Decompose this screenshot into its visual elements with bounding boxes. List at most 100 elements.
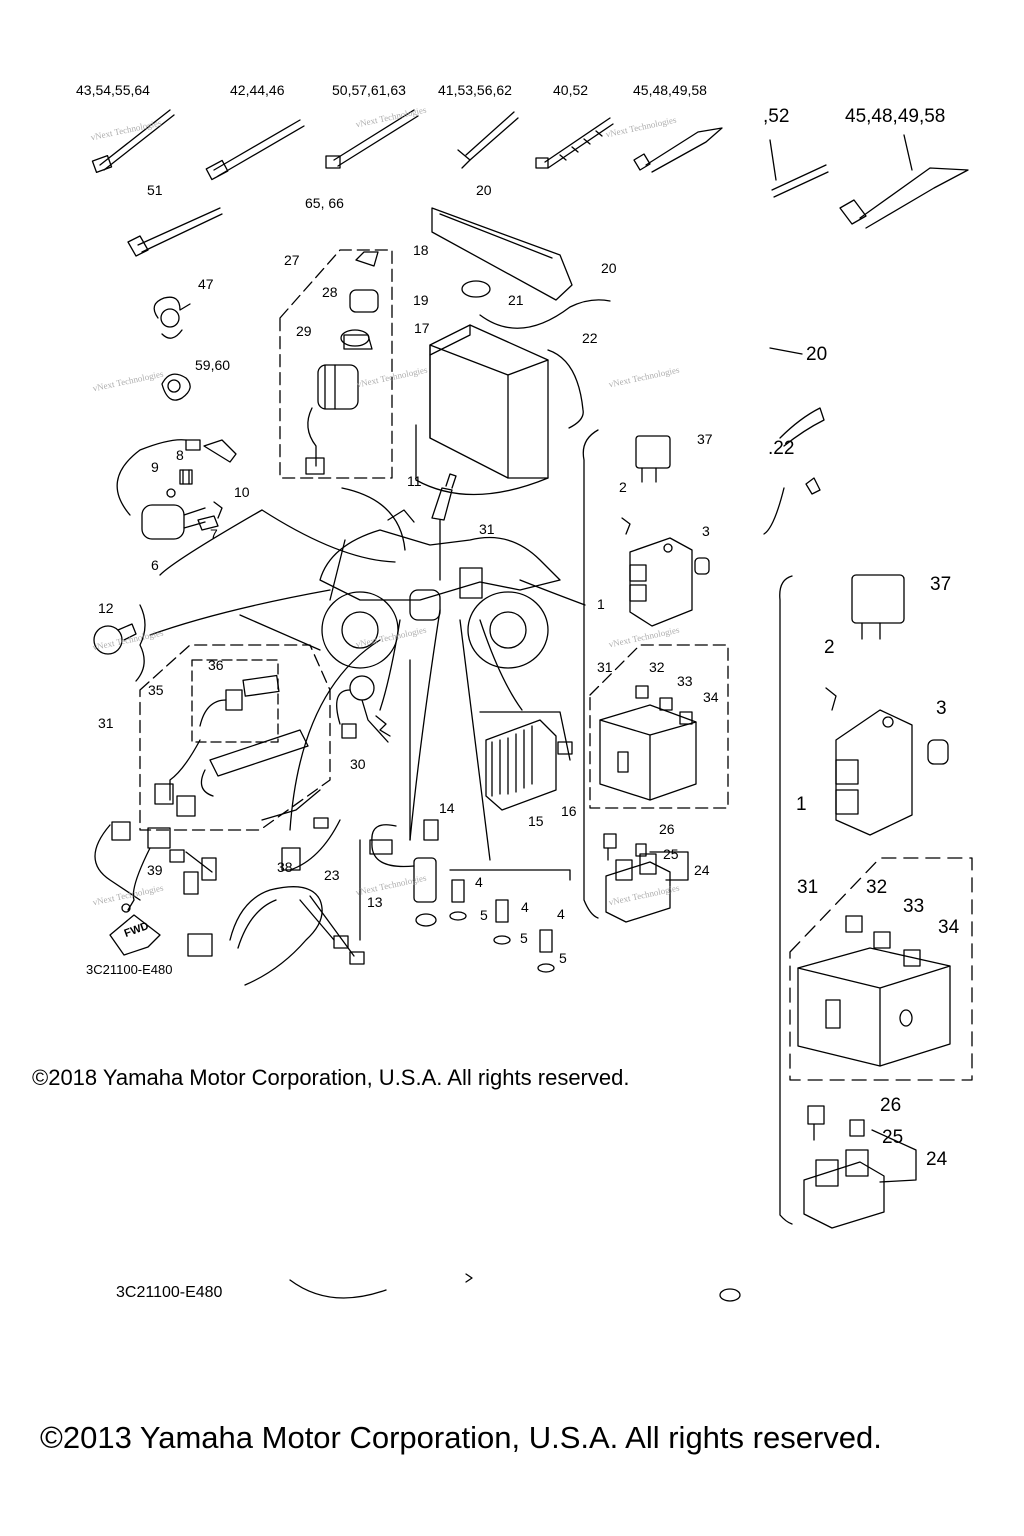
callout-39: 39 <box>147 862 163 878</box>
callout-9: 9 <box>151 459 159 475</box>
fuse-box <box>599 704 697 801</box>
cable-tie-50 <box>325 109 419 169</box>
atv-outline <box>319 509 561 669</box>
zoom-harness-fragment <box>289 1279 387 1299</box>
leader-extra <box>329 539 346 601</box>
leader-cdi <box>519 579 586 606</box>
callout-42: 42,44,46 <box>230 82 285 98</box>
cable-tie-45 <box>633 127 723 173</box>
dashed-box-31-left <box>139 644 331 831</box>
callout-4: 4 <box>475 874 483 890</box>
leader-31 <box>239 614 321 651</box>
callout-5: 5 <box>559 950 567 966</box>
callout-2: 2 <box>619 479 627 495</box>
fuses-32-34 <box>635 685 693 725</box>
cable-tie-41 <box>457 111 519 169</box>
callout-4: 4 <box>557 906 565 922</box>
callout-31: 31 <box>597 659 613 675</box>
battery-17 <box>429 324 549 479</box>
callout-12: 12 <box>98 600 114 616</box>
bracket-24 <box>649 851 689 881</box>
callout-20: 20 <box>601 260 617 276</box>
callout-22: 22 <box>582 330 598 346</box>
zoom-nut-3 <box>927 739 949 765</box>
callout-65: 65, 66 <box>305 195 344 211</box>
zoom-relay-37 <box>851 574 905 640</box>
zoom-callout-45: 45,48,49,58 <box>845 106 946 127</box>
zoom-callout-31: 31 <box>797 877 819 898</box>
zoom-callout-52: ,52 <box>763 106 790 127</box>
zoom-bracket-24 <box>871 1129 917 1183</box>
zoom-callout-24: 24 <box>926 1149 948 1170</box>
rectifier-15 <box>485 719 557 811</box>
callout-41: 41,53,56,62 <box>438 82 512 98</box>
callout-6: 6 <box>151 557 159 573</box>
harness-38 <box>183 789 341 895</box>
zoom-callout-25: 25 <box>882 1127 904 1148</box>
zoom-fuses-32-34 <box>845 915 921 967</box>
zoom-callout-33: 33 <box>903 896 925 917</box>
spark-plug-11 <box>431 473 457 521</box>
callout-5: 5 <box>480 907 488 923</box>
fwd-arrow <box>109 914 161 956</box>
cable-22 <box>547 349 584 429</box>
zoom-callout-26: 26 <box>880 1095 902 1116</box>
callout-11: 11 <box>407 473 422 489</box>
leader-38 <box>289 639 381 831</box>
nut-3 <box>694 557 710 575</box>
zoom-callout-3: 3 <box>936 698 947 719</box>
zoom-leader-20 <box>769 347 803 355</box>
starter-relay-24 <box>605 853 671 923</box>
copyright-2013: ©2013 Yamaha Motor Corporation, U.S.A. A… <box>40 1420 882 1455</box>
zoom-fuse-box <box>797 947 951 1067</box>
clamp-47 <box>153 296 191 339</box>
callout-31: 31 <box>98 715 114 731</box>
harness-23 <box>187 886 365 986</box>
dashed-box-35 <box>191 659 279 743</box>
zoom-bolt-26 <box>807 1105 825 1141</box>
callout-35: 35 <box>148 682 164 698</box>
zoom-cable-tie-45 <box>839 134 969 229</box>
main-switch <box>305 251 379 475</box>
callout-14: 14 <box>439 800 455 816</box>
dashed-box-27 <box>279 249 393 479</box>
callout-24: 24 <box>694 862 710 878</box>
zoom-callout-1: 1 <box>796 794 807 815</box>
bolt-14 <box>423 819 439 841</box>
bracket-line-6 <box>159 509 263 576</box>
callout-29: 29 <box>296 323 312 339</box>
zoom-fuse-25 <box>849 1119 865 1137</box>
callout-26: 26 <box>659 821 675 837</box>
harness-39 <box>94 821 213 913</box>
screw-2 <box>621 517 631 535</box>
leader-15 <box>479 619 523 711</box>
callout-45: 45,48,49,58 <box>633 82 707 98</box>
switch-30 <box>336 675 391 743</box>
cdi-unit-1 <box>629 537 693 627</box>
zoom-callout-2: 2 <box>824 637 835 658</box>
callout-5: 5 <box>520 930 528 946</box>
cable-tie-51 <box>127 207 223 257</box>
copyright-2018: ©2018 Yamaha Motor Corporation, U.S.A. A… <box>32 1065 630 1090</box>
harness-assembly <box>154 674 309 817</box>
bolt-8 <box>179 469 193 485</box>
bracket-4 <box>449 869 571 881</box>
bolt-set-4-5 <box>449 879 555 973</box>
callout-47: 47 <box>198 276 214 292</box>
callout-15: 15 <box>528 813 544 829</box>
callout-16: 16 <box>561 803 577 819</box>
bracket-cdi <box>582 429 599 919</box>
part-code-label: 3C21100-E480 <box>86 962 173 977</box>
ignition-coil <box>116 439 237 540</box>
zoom-dashed-box-31 <box>789 857 973 1081</box>
zoom-callout-20: 20 <box>806 344 828 365</box>
battery-bracket-18 <box>431 207 573 301</box>
leader-coil <box>261 509 396 563</box>
zoom-washer <box>719 1288 741 1302</box>
zoom-callout-34: 34 <box>938 917 960 938</box>
callout-1: 1 <box>597 596 605 612</box>
zoom-cable-tie-52 <box>769 139 829 198</box>
leader-30 <box>379 619 401 711</box>
callout-4: 4 <box>521 899 529 915</box>
